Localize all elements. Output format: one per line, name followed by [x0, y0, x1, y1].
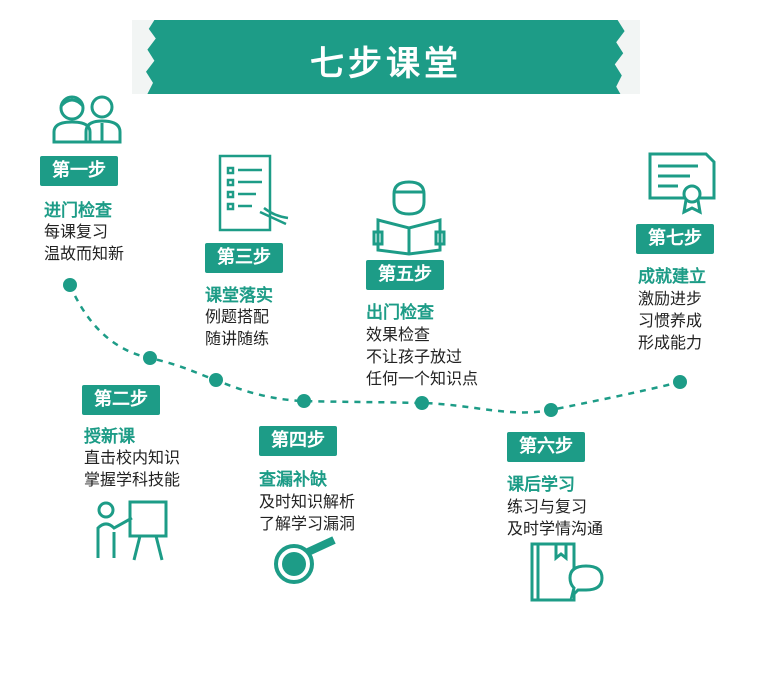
step-5-line-2: 不让孩子放过	[366, 347, 463, 366]
page-title: 七步课堂	[310, 44, 462, 84]
step-7-line-3: 形成能力	[638, 333, 703, 352]
step-3-line-2: 随讲随练	[205, 329, 270, 348]
step-7-line-1: 激励进步	[638, 289, 703, 308]
teacher-board-icon	[96, 500, 168, 561]
title-banner: 七步课堂	[132, 20, 640, 94]
step-1-line-1: 每课复习	[44, 222, 109, 241]
step-3-line-1: 例题搭配	[205, 307, 270, 326]
step-5-line-3: 任何一个知识点	[366, 369, 479, 388]
reader-icon	[372, 180, 446, 256]
step-3-title: 课堂落实	[205, 286, 273, 306]
path-dot-2	[143, 351, 157, 365]
step-5-title: 出门检查	[366, 303, 434, 323]
path-dot-5	[415, 396, 429, 410]
path-dot-6	[544, 403, 558, 417]
checklist-icon	[218, 154, 289, 232]
step-4-line-2: 了解学习漏洞	[259, 514, 356, 533]
path-dot-4	[297, 394, 311, 408]
step-3-badge: 第三步	[205, 243, 283, 273]
step-2-title: 授新课	[84, 427, 135, 447]
step-6-line-1: 练习与复习	[507, 497, 588, 516]
people-icon	[52, 95, 122, 144]
step-5-line-1: 效果检查	[366, 325, 431, 344]
step-2-badge: 第二步	[82, 385, 160, 415]
certificate-icon	[648, 152, 716, 215]
step-7-line-2: 习惯养成	[638, 311, 703, 330]
step-6-badge: 第六步	[507, 432, 585, 462]
step-2-line-1: 直击校内知识	[84, 448, 181, 467]
step-4-title: 查漏补缺	[259, 470, 327, 490]
path-dot-7	[673, 375, 687, 389]
step-7-badge: 第七步	[636, 224, 714, 254]
step-2-line-2: 掌握学科技能	[84, 470, 181, 489]
path-dot-1	[63, 278, 77, 292]
step-1-line-2: 温故而知新	[44, 244, 125, 263]
step-1-title: 进门检查	[44, 201, 112, 221]
step-1-badge: 第一步	[40, 156, 118, 186]
step-7-title: 成就建立	[638, 267, 706, 287]
step-4-badge: 第四步	[259, 426, 337, 456]
step-6-title: 课后学习	[507, 475, 575, 495]
step-6-line-2: 及时学情沟通	[507, 519, 604, 538]
magnifier-icon	[274, 536, 336, 584]
step-4-line-1: 及时知识解析	[259, 492, 356, 511]
path-dot-3	[209, 373, 223, 387]
step-5-badge: 第五步	[366, 260, 444, 290]
book-chat-icon	[530, 542, 604, 602]
